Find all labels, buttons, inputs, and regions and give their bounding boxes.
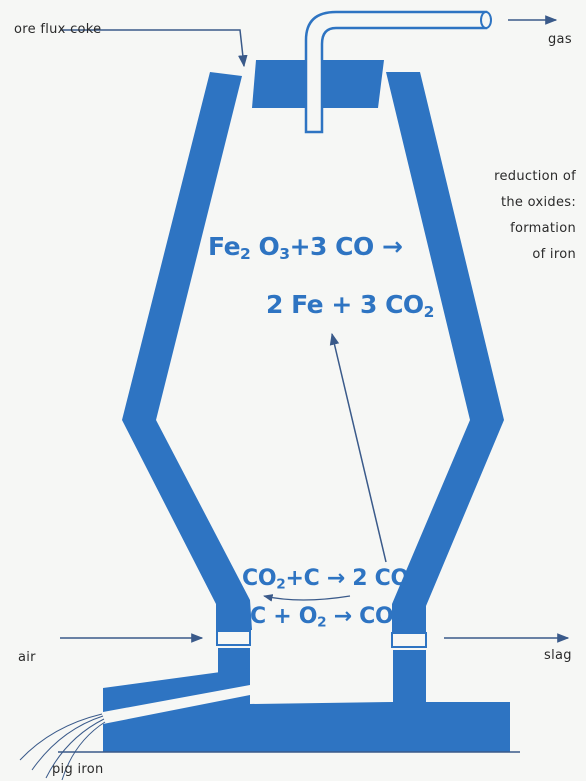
taphole-channel — [103, 685, 250, 724]
gas-label: gas — [548, 32, 572, 47]
reduction-equation-line-1: Fe2 O3+3 CO → — [208, 232, 403, 263]
right-tuyere-opening — [391, 632, 427, 648]
reduction-note-line: the oxides: — [500, 195, 576, 210]
right-hearth-wall — [393, 650, 426, 702]
input-label: ore flux coke — [14, 22, 102, 37]
slag-label: slag — [544, 648, 572, 663]
furnace-right-wall — [386, 72, 504, 632]
pig-iron-label: pig iron — [52, 762, 104, 777]
carbon-equation-line-1: CO2+C → 2 CO — [242, 566, 409, 593]
carbon-equation-line-2: C + O2 → CO2 — [250, 604, 403, 631]
reduction-note-line: formation — [510, 221, 576, 236]
reduction-note-line: reduction of — [494, 169, 576, 184]
furnace-left-wall — [122, 72, 252, 630]
pig-iron-stream — [19, 713, 103, 761]
input-arrow — [60, 29, 248, 68]
hearth-base — [103, 668, 510, 752]
air-label: air — [18, 650, 36, 665]
co2-return-arrow — [263, 594, 351, 602]
reaction-flow-arrow — [329, 332, 387, 563]
reduction-note: reduction of the oxides: formation of ir… — [494, 164, 576, 268]
pig-iron-stream — [31, 715, 104, 771]
left-tuyere-opening — [216, 630, 251, 646]
reduction-equation-line-2: 2 Fe + 3 CO2 — [266, 290, 434, 321]
pig-iron-stream — [45, 718, 105, 779]
reduction-note-line: of iron — [532, 247, 576, 262]
gas-pipe-end — [480, 11, 492, 29]
pig-iron-stream — [61, 721, 106, 781]
